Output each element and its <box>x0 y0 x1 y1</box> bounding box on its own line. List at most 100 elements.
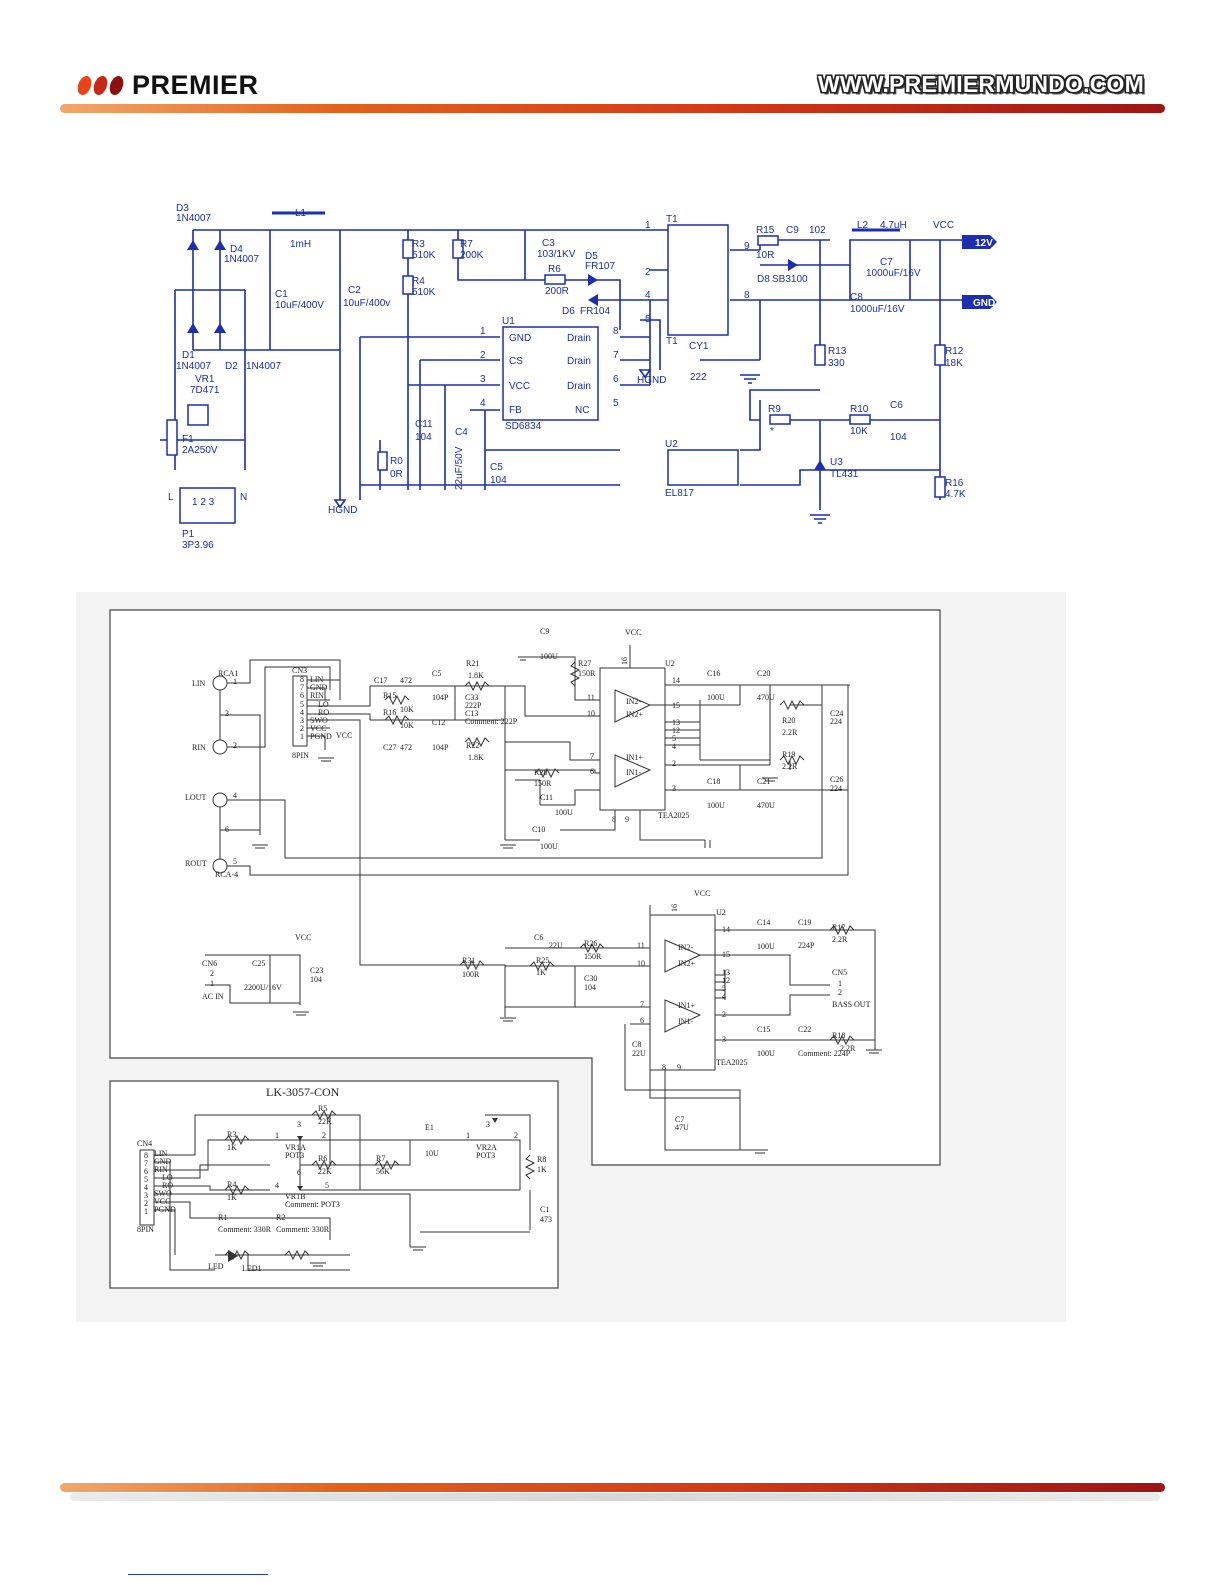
label-r17: R17 <box>832 923 845 932</box>
label-r1: R1 <box>218 1213 227 1222</box>
transformer-t1 <box>667 224 729 336</box>
value-c27: 472 <box>400 743 412 752</box>
resistor-r16 <box>384 714 410 726</box>
u2-lower-pin-15: 15 <box>722 950 730 959</box>
value-r6: 22K <box>318 1167 332 1176</box>
value-r27: 150R <box>578 669 596 678</box>
value-l1: 1mH <box>290 239 311 250</box>
value-c9: 102 <box>809 225 826 236</box>
label-c22: C22 <box>798 1025 811 1034</box>
resistor-r28 <box>534 767 560 779</box>
value-r5: 22K <box>318 1117 332 1126</box>
pin-nc: NC <box>575 405 589 416</box>
pin-gnd: GND <box>509 333 531 344</box>
label-r6: R6 <box>318 1154 327 1163</box>
pin-in1p-lower: IN1+ <box>678 1001 695 1010</box>
connector-cn4 <box>139 1149 155 1226</box>
value-r25: 1K <box>536 968 546 977</box>
resistor-r3 <box>224 1134 250 1146</box>
resistor-r19 <box>779 754 805 766</box>
resistor-r27 <box>569 661 581 687</box>
value-r3: 1K <box>227 1143 237 1152</box>
u2-upper-pin-9: 9 <box>625 815 629 824</box>
value-c9: 100U <box>540 652 558 661</box>
footer-divider-shadow <box>70 1493 1160 1501</box>
label-cn6: CN6 <box>202 959 217 968</box>
value-r1: Comment: 330R <box>218 1225 272 1234</box>
label-cn3-8pin: 8PIN <box>292 751 309 760</box>
label-led1: LED1 <box>242 1264 262 1273</box>
vr2a-pin-2: 2 <box>514 1131 518 1140</box>
u2-upper-pin-4: 4 <box>672 742 676 751</box>
label-l2: L2 <box>857 220 869 231</box>
label-vcc-1: VCC <box>336 731 352 740</box>
cn3-num-4: 4 <box>300 708 304 717</box>
label-cn4-8pin: 8PIN <box>137 1225 154 1234</box>
t1-pin-1: 1 <box>645 220 651 231</box>
cn4-num-7: 7 <box>144 1159 148 1168</box>
pin-in2m-upper: IN2- <box>626 697 641 706</box>
cn3-num-3: 3 <box>300 716 304 725</box>
label-r13: R13 <box>828 346 847 357</box>
value-c1: 473 <box>540 1215 552 1224</box>
label-p1: P1 <box>182 529 195 540</box>
label-r7: R7 <box>460 239 473 250</box>
label-vr2a: VR2A <box>476 1143 497 1152</box>
label-c26: C26 <box>830 775 843 784</box>
t1-pin-4: 4 <box>645 290 651 301</box>
label-cn4: CN4 <box>137 1139 152 1148</box>
label-c13: C13 <box>465 709 478 718</box>
label-rin: RIN <box>192 743 206 752</box>
resistor-r17 <box>829 924 855 936</box>
label-r26: R26 <box>584 939 597 948</box>
logo-dot-icon <box>75 75 94 95</box>
t1-pin-9: 9 <box>744 241 750 252</box>
value-c18: 100U <box>707 801 725 810</box>
value-c8: 22U <box>632 1049 646 1058</box>
label-d4: D4 <box>230 244 243 255</box>
u2-upper-pin-7: 7 <box>590 752 594 761</box>
rca-pin-4: 4 <box>233 791 237 800</box>
pin-num-1: 1 <box>480 326 486 337</box>
label-c3: C3 <box>542 238 555 249</box>
value-r7: 56K <box>376 1167 390 1176</box>
u2-lower-pin-7: 7 <box>640 1000 644 1009</box>
vr2a-pin-1: 1 <box>466 1131 470 1140</box>
control-board-outline <box>109 1080 559 1289</box>
cn3-lin: LIN <box>310 675 324 684</box>
label-c1: C1 <box>275 289 288 300</box>
pin-num-8: 8 <box>613 326 619 337</box>
value-c11: 104 <box>415 432 432 443</box>
label-cn3: CN3 <box>292 666 307 675</box>
pin-drain-8: Drain <box>567 333 591 344</box>
value-d8: SB3100 <box>772 274 808 285</box>
label-rca1: RCA1 <box>218 669 238 678</box>
label-r31: R31 <box>462 956 475 965</box>
label-c16: C16 <box>707 669 720 678</box>
label-r3: R3 <box>412 239 425 250</box>
label-c10: C10 <box>532 825 545 834</box>
resistor-r13 <box>814 344 826 366</box>
vr1b-pin-4: 4 <box>275 1181 279 1190</box>
u2-upper-pin-2: 2 <box>672 759 676 768</box>
led-icon <box>228 1250 238 1262</box>
value-d3: 1N4007 <box>176 213 211 224</box>
u2-upper-pin-13: 13 <box>672 718 680 727</box>
value-u2: EL817 <box>665 488 694 499</box>
resistor-r25 <box>529 960 555 972</box>
value-c20: 470U <box>757 693 775 702</box>
cn3-lo: LO <box>318 700 329 709</box>
optocoupler-el817 <box>667 449 739 486</box>
value-p1: 3P3.96 <box>182 540 214 551</box>
label-vr1b: VR1B <box>285 1192 305 1201</box>
resistor-r5 <box>311 1109 337 1121</box>
varistor-vr1 <box>187 404 209 426</box>
value-c33: 222P <box>465 701 482 710</box>
value-cy1: 222 <box>690 372 707 383</box>
label-r8: R8 <box>537 1155 546 1164</box>
value-d2: 1N4007 <box>246 361 281 372</box>
value-c13: Comment: 222P <box>465 717 518 726</box>
label-c9: C9 <box>786 225 799 236</box>
pin-num-3: 3 <box>480 374 486 385</box>
value-f1: 2A250V <box>182 445 218 456</box>
